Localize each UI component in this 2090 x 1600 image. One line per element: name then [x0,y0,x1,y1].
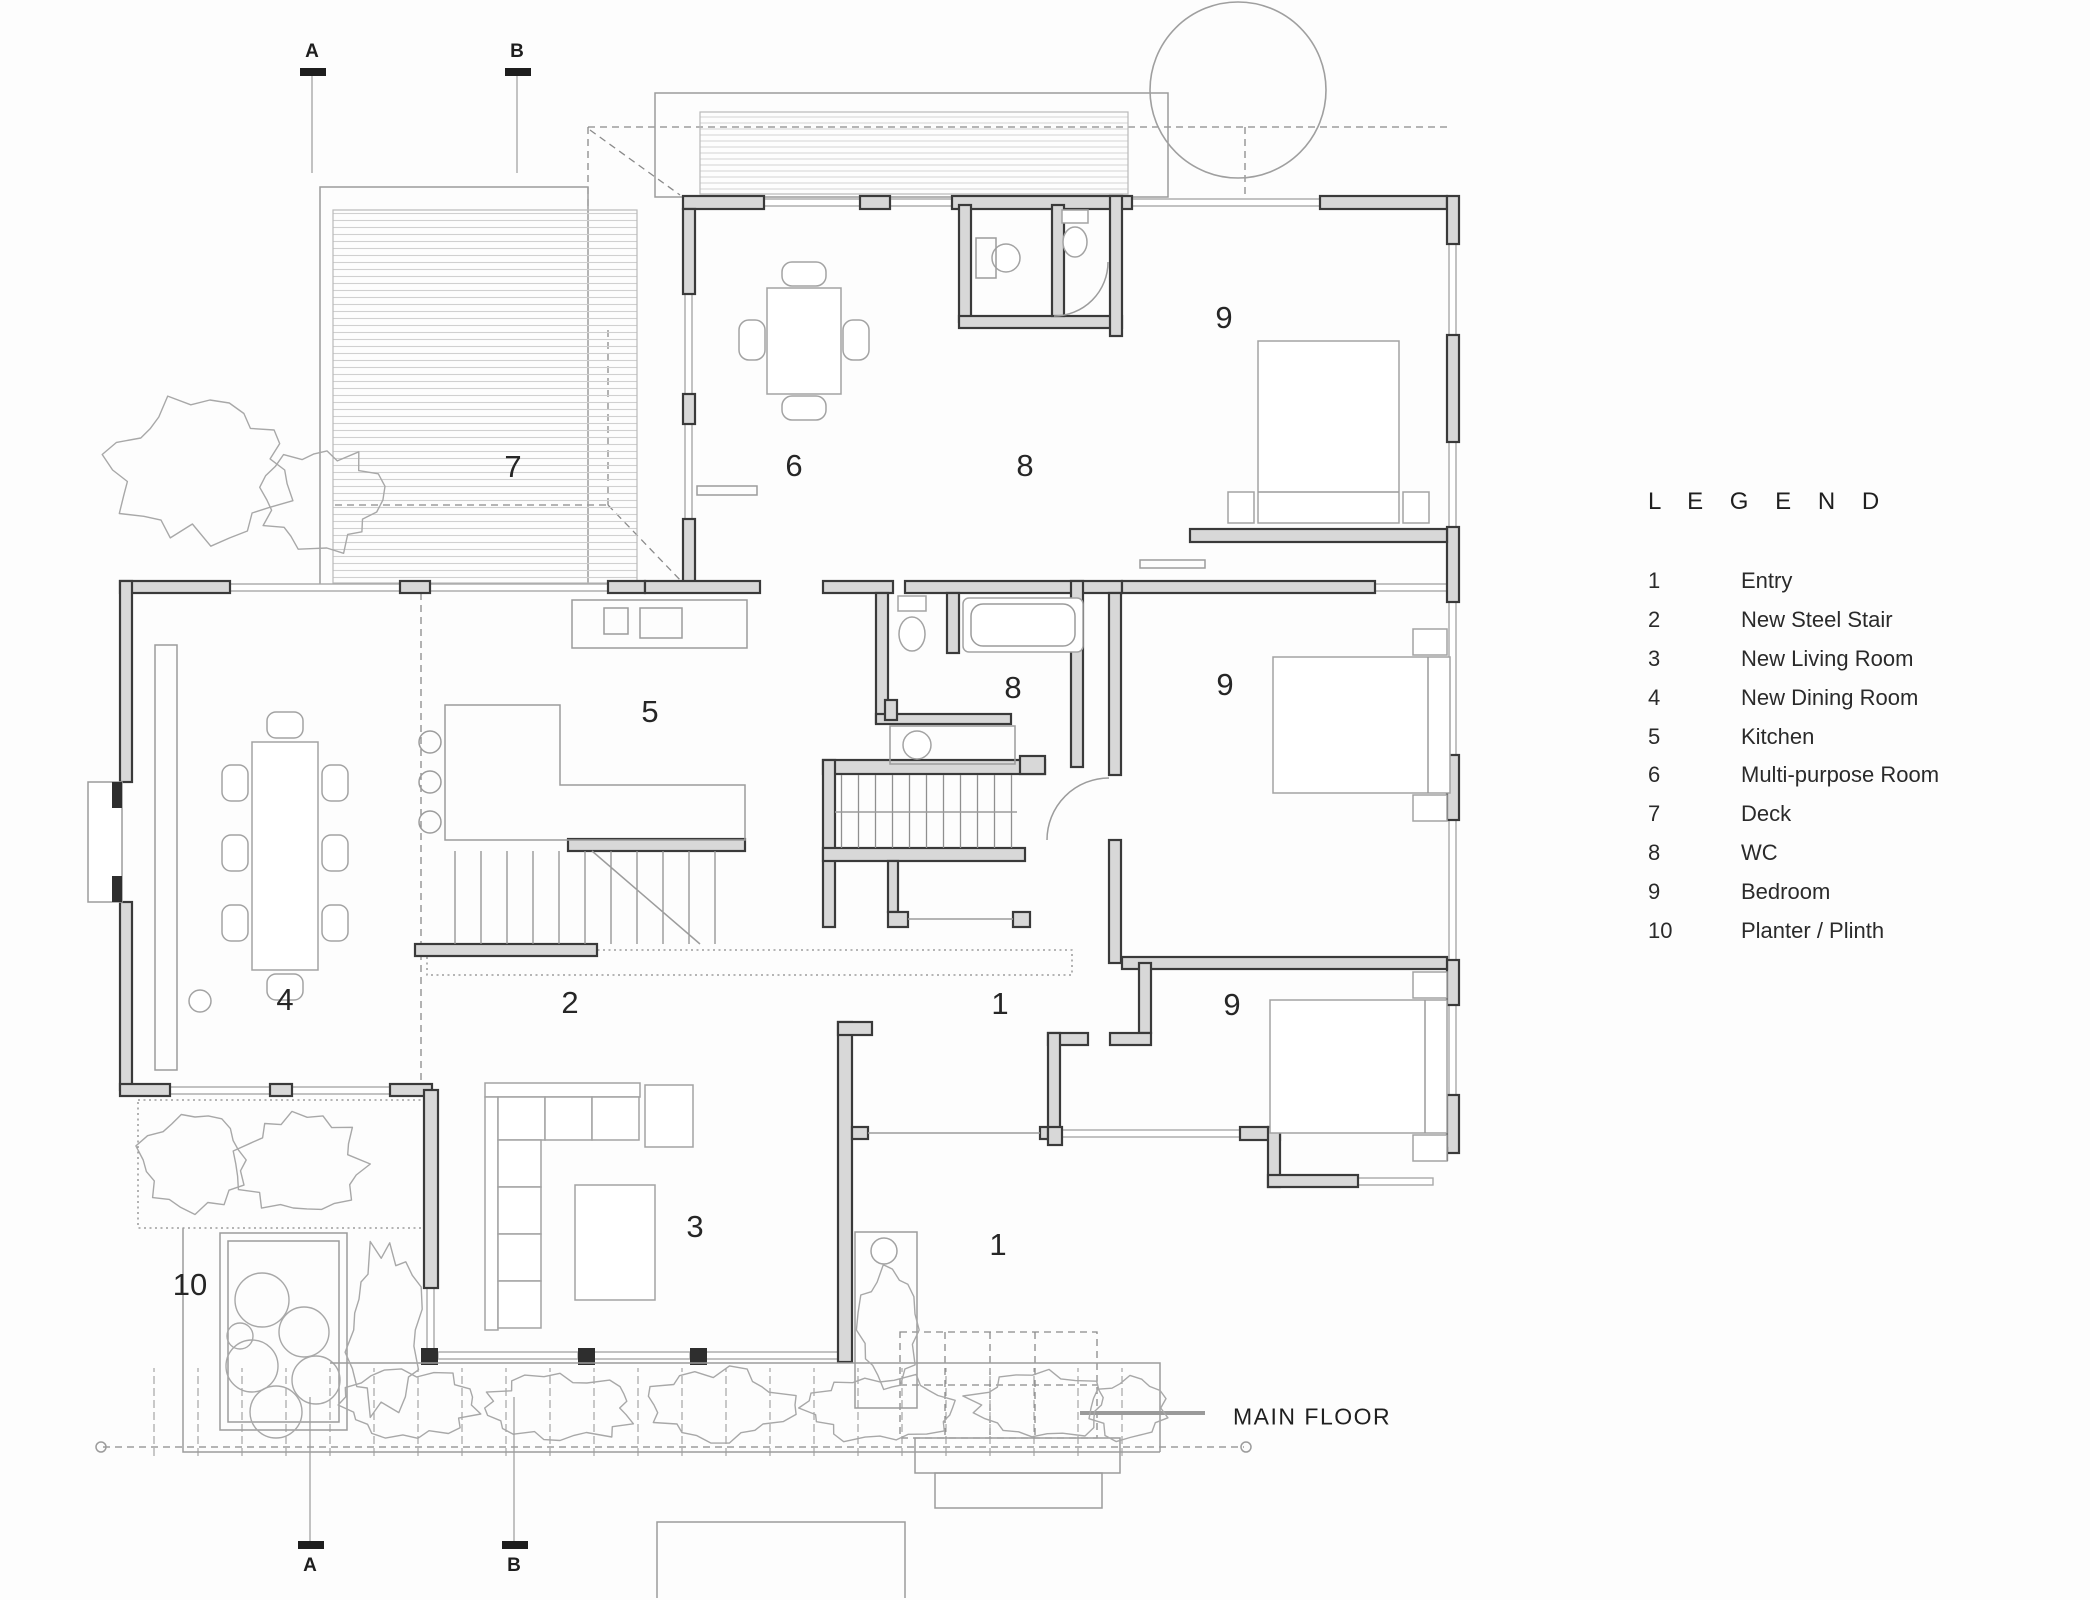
legend-item-multi-purpose: 6 Multi-purpose Room [1648,756,2078,795]
room-label-wc-middle: 8 [1004,670,1022,705]
room-label-bedroom-north: 9 [1215,300,1233,335]
legend-title: L E G E N D [1648,488,1890,515]
legend-item-label: Entry [1741,568,1793,594]
legend-item-wc: 8 WC [1648,834,2078,873]
legend-item-planter: 10 Planter / Plinth [1648,911,2078,950]
legend-item-num: 3 [1648,645,1661,671]
section-marker-b-top: B [510,41,524,62]
room-label-dining: 4 [276,982,294,1017]
room-label-bedroom-south: 9 [1223,987,1241,1022]
legend-item-num: 5 [1648,723,1661,749]
room-label-entry-hall: 1 [991,986,1009,1021]
drawing-title: MAIN FLOOR [1233,1403,1392,1430]
legend-item-label: Kitchen [1741,723,1815,749]
legend-item-label: WC [1741,839,1778,865]
room-label-steel-stair: 2 [561,985,579,1020]
legend-item-num: 1 [1648,568,1661,594]
deck-hatch [319,186,638,586]
legend-item-num: 2 [1648,607,1661,633]
legend-item-label: Planter / Plinth [1741,917,1885,943]
room-label-planter: 10 [172,1267,208,1302]
fixtures [854,209,1110,1409]
shrubs [101,395,1169,1444]
legend-item-deck: 7 Deck [1648,795,2078,834]
legend-item-living-room: 3 New Living Room [1648,640,2078,679]
legend-item-label: New Dining Room [1741,684,1919,710]
room-label-deck: 7 [504,449,522,484]
legend-item-label: New Living Room [1741,645,1914,671]
legend: L E G E N D 1 Entry 2 New Steel Stair 3 … [1648,488,2078,950]
room-label-entry-porch: 1 [989,1227,1007,1262]
section-markers [298,68,531,1549]
legend-item-bedroom: 9 Bedroom [1648,872,2078,911]
legend-item-label: Deck [1741,801,1792,827]
legend-item-label: Bedroom [1741,878,1831,904]
walls [87,194,1461,1365]
room-label-bedroom-middle: 9 [1216,667,1234,702]
legend-item-label: New Steel Stair [1741,607,1893,633]
furniture [154,261,1451,1331]
section-marker-a-bottom: A [303,1555,317,1576]
legend-item-num: 6 [1648,762,1661,788]
legend-item-kitchen: 5 Kitchen [1648,717,2078,756]
tree-canopy-circle [1149,1,1327,179]
legend-item-entry: 1 Entry [1648,562,2078,601]
legend-item-num: 7 [1648,801,1661,827]
legend-item-num: 4 [1648,684,1661,710]
legend-item-num: 8 [1648,839,1661,865]
section-marker-b-bottom: B [507,1555,521,1576]
legend-item-num: 10 [1648,917,1673,943]
site-works [182,1228,1205,1598]
room-label-living: 3 [686,1209,704,1244]
legend-item-label: Multi-purpose Room [1741,762,1940,788]
steel-stair-treads [430,775,1040,1134]
room-label-wc-upper: 8 [1016,448,1034,483]
room-label-multi-purpose: 6 [785,448,803,483]
legend-item-dining-room: 4 New Dining Room [1648,678,2078,717]
legend-item-steel-stair: 2 New Steel Stair [1648,601,2078,640]
room-label-kitchen: 5 [641,694,659,729]
trellis-hatch [654,92,1169,198]
section-marker-a-top: A [305,41,319,62]
legend-item-num: 9 [1648,878,1661,904]
